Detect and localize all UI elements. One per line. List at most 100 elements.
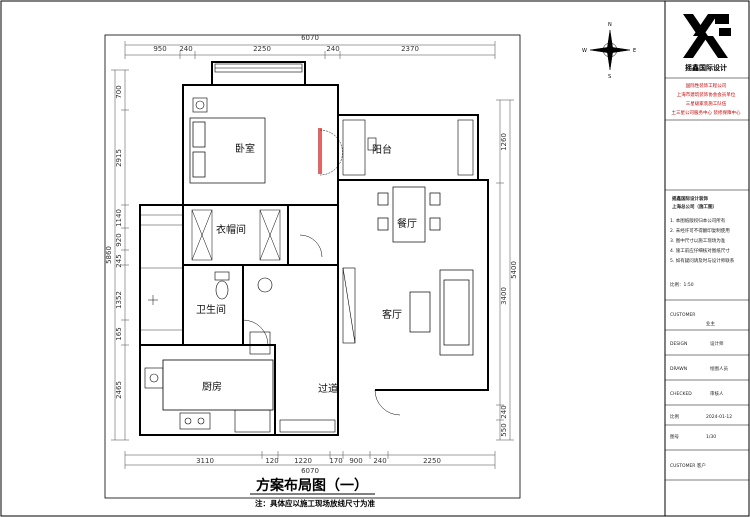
top-dimension: 240 [326,45,339,53]
field-value: 业主 [706,320,715,327]
bottom-dimension-chain [124,451,496,469]
coffee-table [409,291,431,333]
bottom-dimension: 2250 [423,457,441,465]
company-tagline: 土三星公司服务中心 装修保障中心 [672,109,741,116]
door-swing [242,319,269,346]
room-label-dining: 餐厅 [397,217,417,230]
right-total-dimension: 5400 [510,261,518,279]
company-name: 摇鑫国际设计 [685,63,727,72]
top-dimension: 240 [179,45,192,53]
field-label: CUSTOMER [670,312,695,318]
drawing-note: 注：具体应以施工现场放线尺寸为准 [255,498,375,508]
company-logo [683,14,731,58]
field-value: 1/30 [706,434,716,440]
room-label-living: 客厅 [382,308,402,321]
room-label-bedroom: 卧室 [235,142,255,155]
bottom-total-dimension: 6070 [301,467,319,475]
sofa [439,269,474,356]
top-dimension: 950 [153,45,166,53]
shoe-cabinet [279,419,336,433]
company-sub-name: 上海总公司（施工图） [672,203,717,210]
top-dimension: 2250 [253,45,271,53]
note-line: 5. 如有疑问请及时与设计师联系 [670,257,735,264]
company-tagline: 上海市建筑装饰协会会员单位 [677,91,736,98]
top-dimension-chain [124,41,496,59]
bottom-dimension: 3110 [196,457,214,465]
field-label: DESIGN [670,341,687,347]
left-dimension: 2465 [115,381,123,399]
compass-north-label: N [608,22,612,28]
fan-icon [192,97,208,113]
left-dimension: 700 [115,85,123,98]
field-label: DRAWN [670,366,687,372]
bottom-dimension: 120 [265,457,278,465]
room-label-balcony: 阳台 [372,143,392,156]
left-dimension: 1352 [115,291,123,309]
toilet [214,271,230,300]
title-block: 摇鑫国际设计 国际性装饰工程公司 上海市建筑装饰协会会员单位 三星级家装施工队伍… [665,14,749,481]
field-value: 2024-01-12 [706,414,732,420]
field-value: 审核人 [710,390,724,397]
company-tagline: 三星级家装施工队伍 [686,100,727,107]
field-value: 绘图人员 [710,365,728,372]
compass-west-label: W [582,48,587,54]
room-label-closet: 衣帽间 [216,223,246,236]
door-swing [299,234,323,258]
drawing-title: 方案布局图（一） [256,477,368,494]
dimension-frame [104,34,521,499]
field-label: 比例 [670,413,679,420]
left-dimension: 2915 [115,149,123,167]
door-swing [319,129,343,176]
note-line: 2. 未经许可不得翻印复制使用 [670,227,730,234]
bed [189,117,266,184]
room-label-kitchen: 厨房 [202,380,222,393]
walls [139,61,489,436]
bottom-dimension: 900 [349,457,362,465]
bottom-dimension: 1220 [294,457,312,465]
shower-icon [148,295,158,305]
tv-cabinet [342,267,356,344]
note-line: 4. 施工前应仔细核对图纸尺寸 [670,247,730,254]
top-dimension: 2370 [401,45,419,53]
washbasin [257,277,273,293]
compass-east-label: E [633,48,636,54]
window-mark [318,128,322,174]
field-label: 图号 [670,434,679,440]
dining-table [377,186,441,243]
top-total-dimension: 6070 [301,34,319,42]
right-dimension: 3400 [500,287,508,305]
room-label-bathroom: 卫生间 [196,303,226,316]
room-label-corridor: 过道 [318,382,338,395]
left-dimension-chain [111,69,129,441]
door-swing [374,389,401,416]
right-dimension: 550 [500,423,508,436]
scale-note: 比例：1:50 [670,281,694,288]
title-block-footer: CUSTOMER 客户 [670,462,706,469]
compass-south-label: S [608,74,611,80]
right-dimension: 240 [500,405,508,418]
balcony-railing [214,63,303,73]
bottom-dimension: 170 [329,457,342,465]
note-line: 3. 图中尺寸以施工现场为准 [670,237,726,244]
compass-icon [589,29,631,71]
bottom-dimension: 240 [373,457,386,465]
field-value: 设计师 [710,340,724,347]
field-label: CHECKED [670,391,692,397]
balcony-fixtures [342,119,474,176]
left-dimension: 1140 [115,209,123,227]
left-dimension: 245 [115,254,123,267]
left-total-dimension: 5860 [105,246,113,264]
left-dimension: 920 [115,233,123,246]
right-dimension: 1260 [500,133,508,151]
closet-wardrobe [191,209,281,261]
note-line: 1. 本图纸版权归本公司所有 [670,217,726,224]
company-tagline: 国际性装饰工程公司 [686,82,727,89]
left-dimension: 165 [115,327,123,340]
company-full-name: 摇鑫国际设计装饰 [672,195,708,202]
kitchen-counter [144,331,271,433]
stair-lines [140,214,183,331]
kitchen-island [162,359,274,411]
right-dimension-chain [496,99,514,441]
